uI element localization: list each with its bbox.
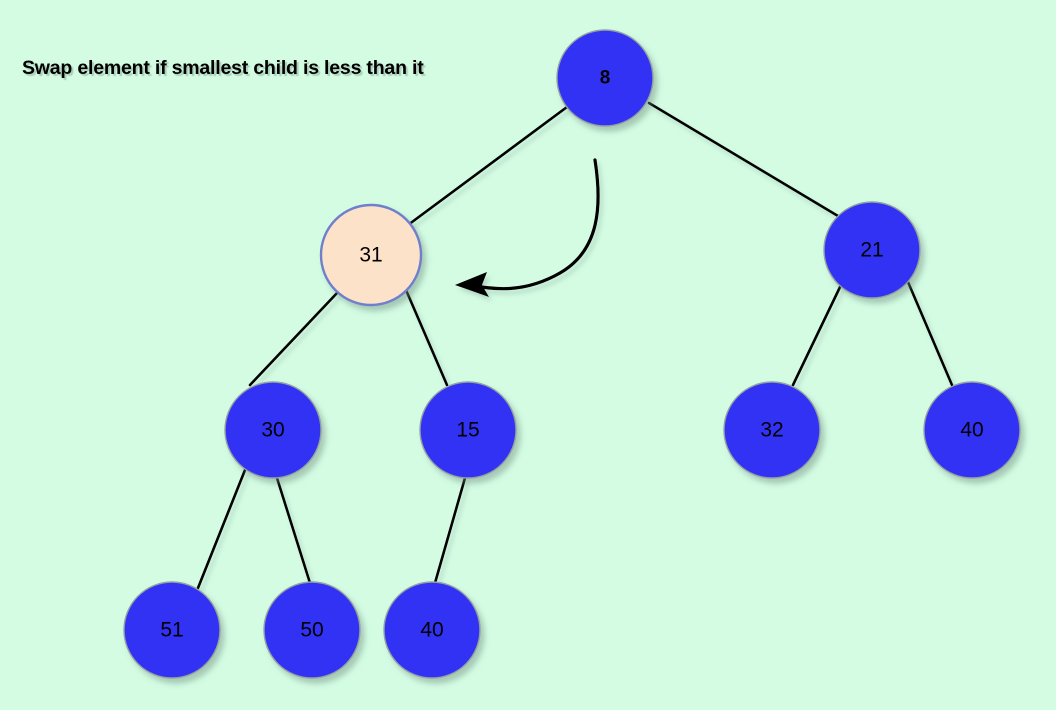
tree-edge: [406, 105, 569, 227]
node-label: 40: [420, 619, 443, 642]
node-label: 21: [860, 239, 883, 262]
curved-arrow-shaft: [468, 158, 600, 291]
node-circle[interactable]: [923, 381, 1021, 479]
node-circle[interactable]: [123, 581, 221, 679]
tree-edge: [275, 476, 312, 585]
tree-node-30[interactable]: 30: [224, 381, 322, 479]
node-circle[interactable]: [263, 581, 361, 679]
tree-node-50[interactable]: 50: [263, 581, 361, 679]
page-title: Swap element if smallest child is less t…: [22, 57, 424, 79]
tree-node-21[interactable]: 21: [823, 201, 921, 299]
node-label: 50: [300, 619, 323, 642]
tree-node-51[interactable]: 51: [123, 581, 221, 679]
tree-edge: [248, 290, 340, 387]
node-label: 51: [160, 619, 183, 642]
node-circle[interactable]: [383, 581, 481, 679]
arrow-head-icon: [455, 272, 489, 297]
node-circle[interactable]: [723, 381, 821, 479]
node-label: 32: [760, 419, 783, 442]
node-circle[interactable]: [224, 381, 322, 479]
tree-edge: [196, 468, 247, 590]
node-label: 8: [600, 68, 611, 89]
node-label: 15: [456, 419, 479, 442]
tree-node-8[interactable]: 8: [556, 29, 654, 127]
tree-nodes: 8 31 21 30 15 32 40 51 50 40: [123, 29, 1021, 679]
tree-edge: [647, 101, 840, 218]
node-circle[interactable]: [419, 381, 517, 479]
tree-node-40[interactable]: 40: [383, 581, 481, 679]
node-circle[interactable]: [823, 201, 921, 299]
node-label: 40: [960, 419, 983, 442]
tree-edge: [404, 288, 449, 387]
tree-edge: [906, 280, 954, 387]
tree-node-31[interactable]: 31: [319, 203, 423, 307]
tree-edge: [433, 476, 467, 585]
node-circle[interactable]: [319, 203, 423, 307]
tree-node-32[interactable]: 32: [723, 381, 821, 479]
node-label: 30: [261, 419, 284, 442]
tree-node-40[interactable]: 40: [923, 381, 1021, 479]
tree-node-15[interactable]: 15: [419, 381, 517, 479]
tree-edge: [791, 283, 843, 387]
node-label: 31: [359, 244, 382, 267]
tree-edges: [196, 101, 954, 590]
node-circle[interactable]: [556, 29, 654, 127]
swap-arrow-annotation: [455, 158, 600, 297]
